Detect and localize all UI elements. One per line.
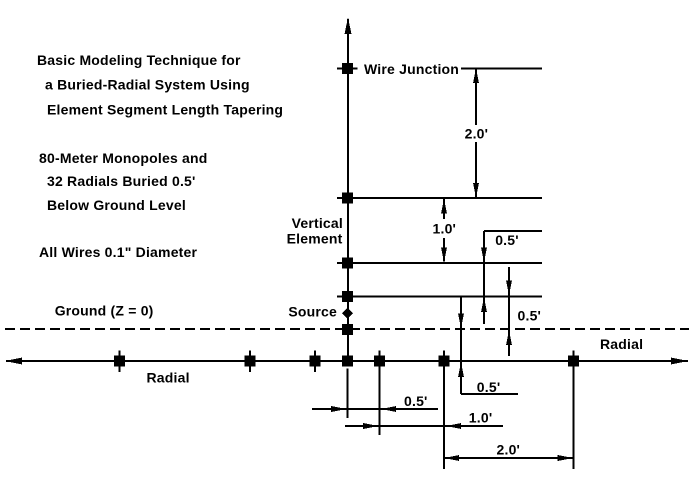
svg-text:Source: Source xyxy=(288,304,337,320)
svg-text:Wire Junction: Wire Junction xyxy=(364,61,459,77)
svg-text:Radial: Radial xyxy=(147,369,190,385)
svg-text:0.5': 0.5' xyxy=(477,379,501,395)
svg-text:2.0': 2.0' xyxy=(465,126,489,142)
svg-text:a Buried-Radial System Using: a Buried-Radial System Using xyxy=(45,77,250,93)
svg-text:0.5': 0.5' xyxy=(518,307,542,323)
svg-text:Ground (Z = 0): Ground (Z = 0) xyxy=(55,302,154,318)
svg-text:1.0': 1.0' xyxy=(469,409,493,425)
svg-text:80-Meter Monopoles and: 80-Meter Monopoles and xyxy=(39,150,208,166)
svg-text:All Wires 0.1" Diameter: All Wires 0.1" Diameter xyxy=(39,244,198,260)
svg-text:Radial: Radial xyxy=(600,336,643,352)
svg-text:Below Ground Level: Below Ground Level xyxy=(47,197,186,213)
svg-text:1.0': 1.0' xyxy=(433,220,457,236)
svg-text:Basic Modeling Technique for: Basic Modeling Technique for xyxy=(37,52,241,68)
svg-text:Element: Element xyxy=(287,230,343,246)
svg-text:2.0': 2.0' xyxy=(497,442,521,458)
svg-text:32 Radials Buried 0.5': 32 Radials Buried 0.5' xyxy=(47,173,196,189)
svg-text:0.5': 0.5' xyxy=(495,232,519,248)
svg-text:Element Segment Length Taperin: Element Segment Length Tapering xyxy=(47,102,283,118)
svg-text:Vertical: Vertical xyxy=(292,215,343,231)
svg-text:0.5': 0.5' xyxy=(404,393,428,409)
